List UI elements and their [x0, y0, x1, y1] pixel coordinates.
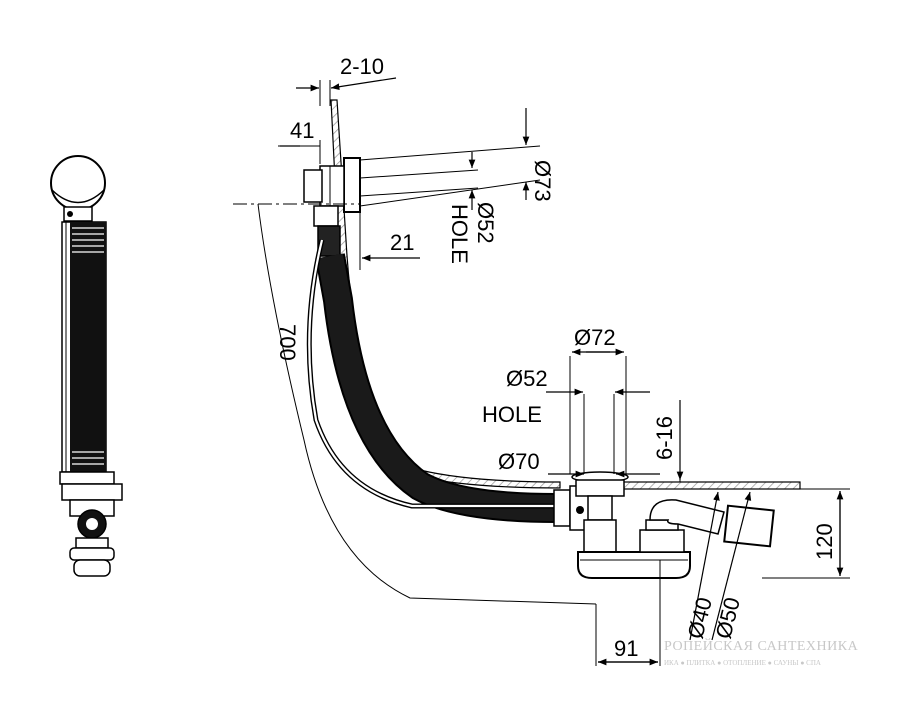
dimension-lines [280, 77, 844, 666]
dim-overflow-depth: 41 [290, 118, 314, 143]
trap-body [577, 551, 691, 579]
drain-assembly [553, 471, 775, 579]
dim-outlet-offset: 91 [614, 636, 638, 661]
outlet-elbow [649, 499, 725, 535]
flex-hose-side [61, 221, 107, 473]
tub-floor [599, 481, 801, 490]
dim-drain-hole: Ø52 [506, 366, 548, 391]
outlet-pipe [723, 504, 775, 548]
dim-overflow-hole: Ø52 [473, 202, 498, 244]
dimension-labels: 2-10 41 Ø73 Ø52 HOLE 21 700 Ø72 Ø52 HOLE… [275, 54, 837, 661]
construction-lines [233, 80, 850, 666]
dim-overflow-od: Ø73 [530, 160, 555, 202]
dim-overflow-offset: 21 [390, 230, 414, 255]
dim-wall: 2-10 [340, 54, 384, 79]
watermark: РОПЕЙСКАЯ САНТЕХНИКА ИКА ● ПЛИТКА ● ОТОП… [664, 637, 859, 667]
dim-drain-hole-label: HOLE [482, 402, 542, 427]
dim-floor-thickness: 6-16 [652, 416, 677, 460]
bowden-cable [308, 239, 556, 508]
dim-drain-height: 120 [812, 523, 837, 560]
tub-shell [330, 99, 801, 490]
dim-drain-od: Ø72 [574, 325, 616, 350]
dim-height: 700 [275, 324, 300, 361]
overflow-assembly [303, 157, 361, 257]
watermark-title: РОПЕЙСКАЯ САНТЕХНИКА [664, 637, 859, 654]
watermark-subtitle: ИКА ● ПЛИТКА ● ОТОПЛЕНИЕ ● САУНЫ ● СПА [664, 659, 821, 667]
side-view [50, 155, 123, 577]
dim-overflow-hole-label: HOLE [447, 204, 472, 264]
dim-drain-flange: Ø70 [498, 449, 540, 474]
